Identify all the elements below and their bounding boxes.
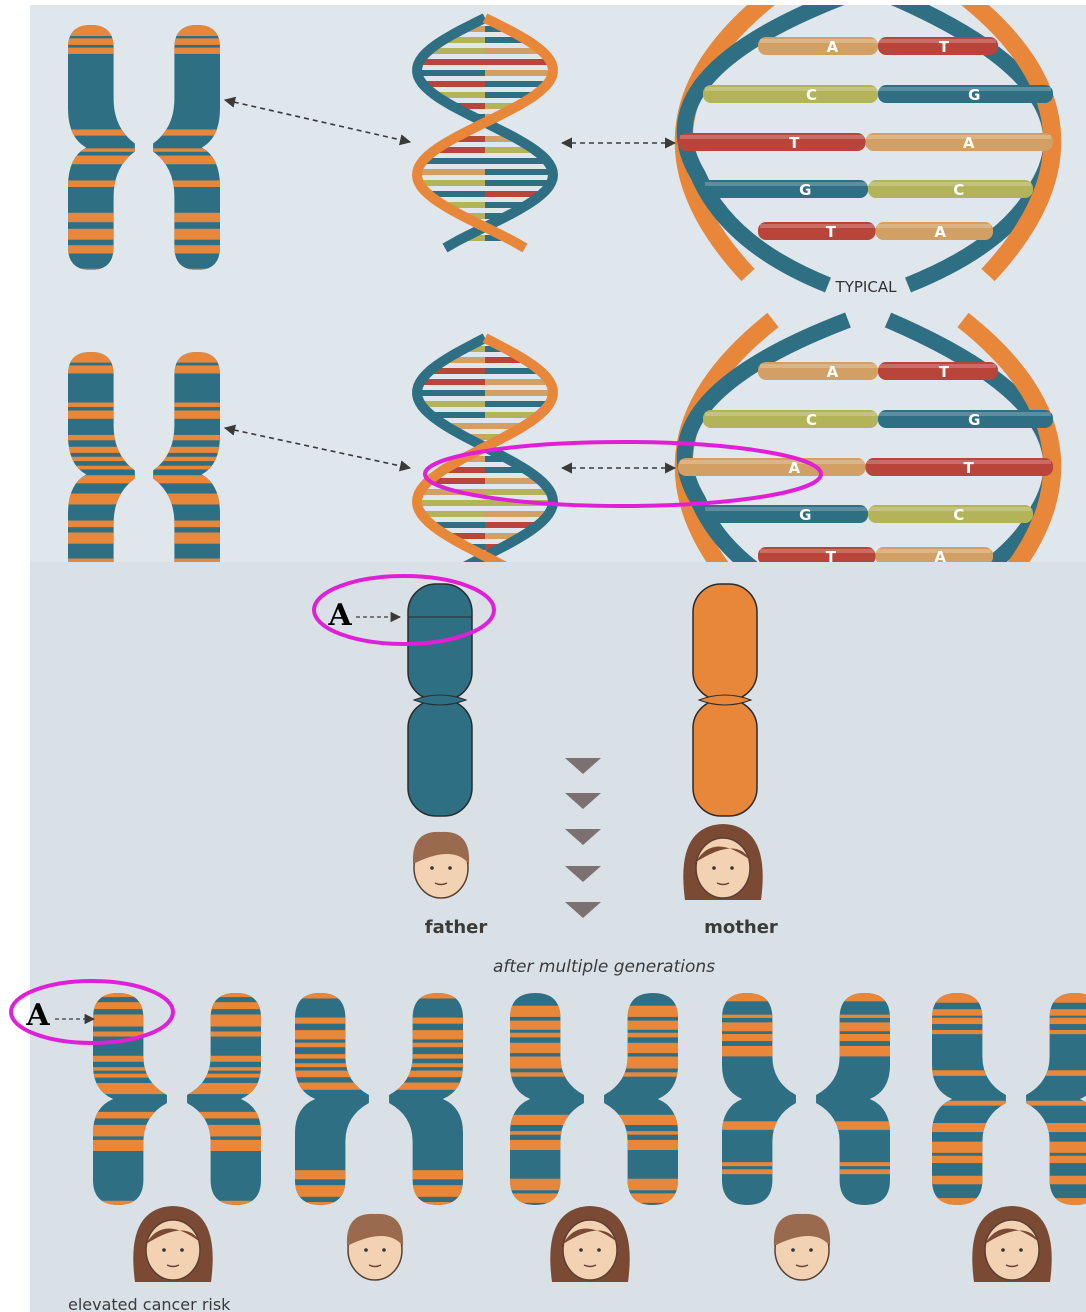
father-face-icon — [413, 832, 469, 898]
generations-caption: after multiple generations — [493, 957, 715, 977]
descendant-face-icon — [774, 1214, 830, 1280]
marker-a-descendant: A — [25, 998, 50, 1033]
base-letter-left: A — [827, 38, 839, 56]
base-letter-left: G — [799, 181, 811, 199]
marker-a-father: A — [327, 598, 352, 633]
base-letter-left: C — [806, 411, 817, 429]
mother-label: mother — [704, 917, 778, 938]
base-letter-right: C — [953, 181, 964, 199]
base-letter-left: T — [826, 223, 837, 241]
bottom-panel — [30, 562, 1086, 1312]
base-letter-right: A — [963, 134, 975, 152]
descendant-face-icon — [347, 1214, 403, 1280]
typical-label: TYPICAL — [835, 278, 898, 296]
mother-chromosome — [693, 584, 757, 816]
base-letter-right: T — [964, 459, 975, 477]
father-chromosome — [408, 584, 472, 816]
father-label: father — [425, 917, 488, 938]
base-letter-right: T — [939, 363, 950, 381]
base-letter-left: C — [806, 86, 817, 104]
base-letter-right: C — [953, 506, 964, 524]
base-letter-right: G — [968, 411, 980, 429]
base-letter-right: A — [934, 223, 946, 241]
base-letter-right: G — [968, 86, 980, 104]
base-letter-left: G — [799, 506, 811, 524]
base-letter-left: T — [789, 134, 800, 152]
base-letter-left: A — [788, 459, 800, 477]
base-letter-left: A — [827, 363, 839, 381]
elevated-risk-label: elevated cancer risk — [68, 1295, 231, 1312]
base-letter-right: T — [939, 38, 950, 56]
